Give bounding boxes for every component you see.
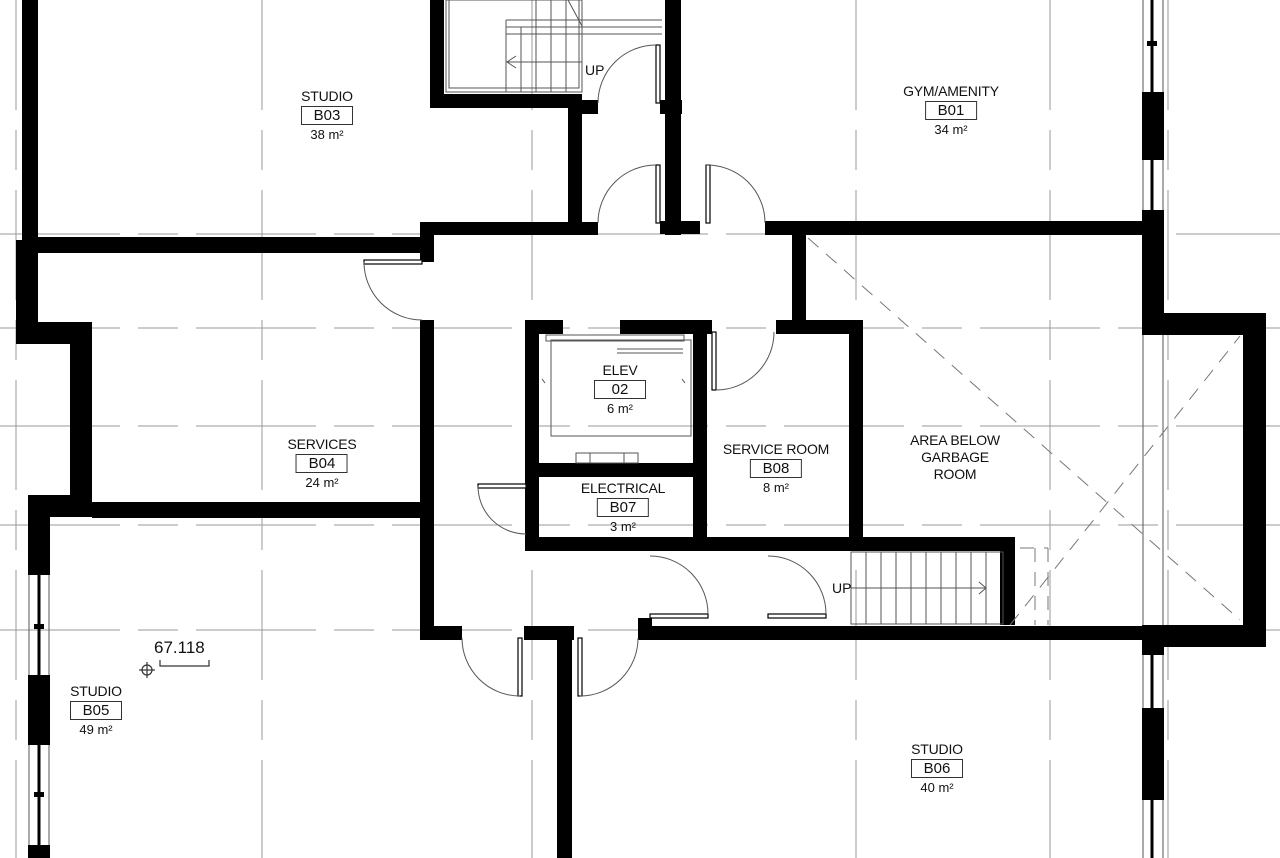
stair-top: [445, 0, 662, 93]
room-number: B07: [596, 498, 649, 517]
room-number: B05: [70, 701, 122, 720]
room-tag-b08[interactable]: SERVICE ROOM B08 8 m²: [723, 441, 829, 496]
room-name: SERVICE ROOM: [722, 441, 830, 457]
room-tag-elev-02[interactable]: ELEV 02 6 m²: [594, 362, 646, 417]
room-tag-b07[interactable]: ELECTRICAL B07 3 m²: [580, 480, 666, 535]
room-area: 38 m²: [310, 127, 344, 142]
room-number: B08: [749, 459, 802, 478]
room-area: 6 m²: [607, 401, 633, 416]
elevation-value: 67.118: [154, 638, 205, 657]
stair-up-label-bottom: UP: [832, 580, 852, 596]
room-tag-b03[interactable]: STUDIO B03 38 m²: [301, 88, 353, 143]
room-area: 34 m²: [934, 122, 968, 137]
room-tag-b06[interactable]: STUDIO B06 40 m²: [911, 741, 963, 796]
room-area: 24 m²: [305, 475, 339, 490]
room-name: STUDIO: [70, 683, 122, 699]
room-number: 02: [594, 380, 646, 399]
room-name: ELECTRICAL: [580, 480, 666, 496]
elevator-car: [541, 334, 692, 464]
doors: [363, 44, 827, 697]
garbage-area-label: AREA BELOW GARBAGE ROOM: [910, 432, 1000, 482]
stair-bottom: [850, 547, 1049, 625]
garbage-area-hatch: [807, 237, 1241, 626]
walls: [16, 0, 1266, 858]
room-tag-b05[interactable]: STUDIO B05 49 m²: [70, 683, 122, 738]
room-name: STUDIO: [911, 741, 963, 757]
room-area: 8 m²: [762, 480, 789, 495]
room-area: 49 m²: [79, 722, 113, 737]
room-number: B03: [301, 106, 353, 125]
room-name: SERVICES: [287, 436, 357, 452]
room-number: B01: [925, 101, 977, 120]
stair-up-label-top: UP: [585, 62, 605, 78]
room-area: 3 m²: [609, 519, 636, 534]
windows: [28, 0, 1164, 858]
room-tag-b01[interactable]: GYM/AMENITY B01 34 m²: [903, 83, 999, 138]
room-area: 40 m²: [920, 780, 954, 795]
room-name: GYM/AMENITY: [903, 83, 999, 99]
room-tag-b04[interactable]: SERVICES B04 24 m²: [288, 436, 357, 491]
room-name: STUDIO: [301, 88, 353, 104]
elevation-marker: [139, 660, 210, 678]
room-name: ELEV: [602, 362, 638, 378]
room-number: B04: [295, 454, 348, 473]
room-number: B06: [911, 759, 963, 778]
